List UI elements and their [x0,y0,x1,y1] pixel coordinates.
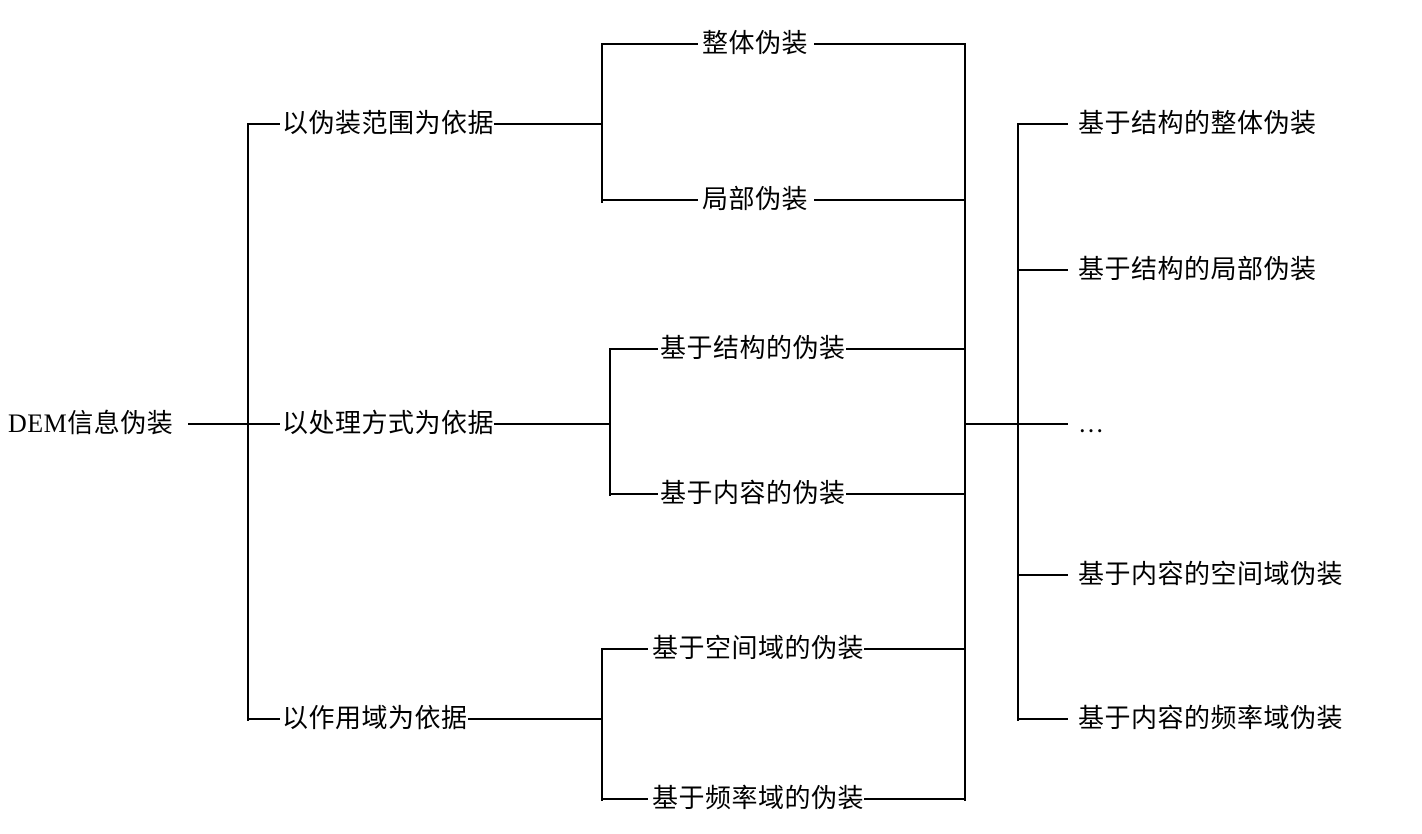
category-node-domain: 以作用域为依据 [282,703,468,733]
collector-to-leaf-connector-line [964,423,1068,425]
root-connector-line [188,423,280,425]
subnode-local-camouflage: 局部伪装 [702,184,809,214]
frequency-to-collector-line [864,798,966,800]
tick-line-whole [601,43,698,45]
subnode-content-based: 基于内容的伪装 [660,478,846,508]
tick-line-leaf-structure-local [1017,269,1068,271]
structure-to-collector-line [846,348,966,350]
tick-line-leaf-structure-whole [1017,123,1068,125]
tick-line-structure [609,348,658,350]
subnode-frequency-domain: 基于频率域的伪装 [652,783,865,813]
tick-line-domain [247,718,280,720]
local-to-collector-line [814,199,966,201]
root-node-label: DEM信息伪装 [8,408,174,438]
tick-line-leaf-content-frequency [1017,718,1068,720]
domain-bus-line [601,648,603,801]
method-bus-line [609,348,611,496]
collector-bus-line [964,43,966,801]
tick-line-local [601,199,698,201]
tick-line-spatial [601,648,648,650]
spatial-to-collector-line [864,648,966,650]
method-connector-line [494,423,610,425]
category-node-scope: 以伪装范围为依据 [282,108,495,138]
tick-line-content [609,493,658,495]
scope-bus-line [601,43,603,203]
domain-connector-line [468,718,602,720]
tick-line-scope [247,123,280,125]
subnode-structure-based: 基于结构的伪装 [660,333,846,363]
leaf-node-structure-whole: 基于结构的整体伪装 [1078,108,1317,138]
subnode-spatial-domain: 基于空间域的伪装 [652,633,865,663]
whole-to-collector-line [814,43,966,45]
leaf-node-ellipsis: … [1078,408,1105,438]
subnode-whole-camouflage: 整体伪装 [702,28,809,58]
leaf-node-content-frequency: 基于内容的频率域伪装 [1078,703,1344,733]
content-to-collector-line [846,493,966,495]
leaf-bus-line [1017,123,1019,721]
leaf-node-content-spatial: 基于内容的空间域伪装 [1078,559,1344,589]
leaf-node-structure-local: 基于结构的局部伪装 [1078,254,1317,284]
scope-connector-line [494,123,602,125]
tick-line-leaf-content-spatial [1017,574,1068,576]
level1-bus-line [247,123,249,721]
category-node-method: 以处理方式为依据 [282,408,495,438]
tick-line-frequency [601,798,648,800]
